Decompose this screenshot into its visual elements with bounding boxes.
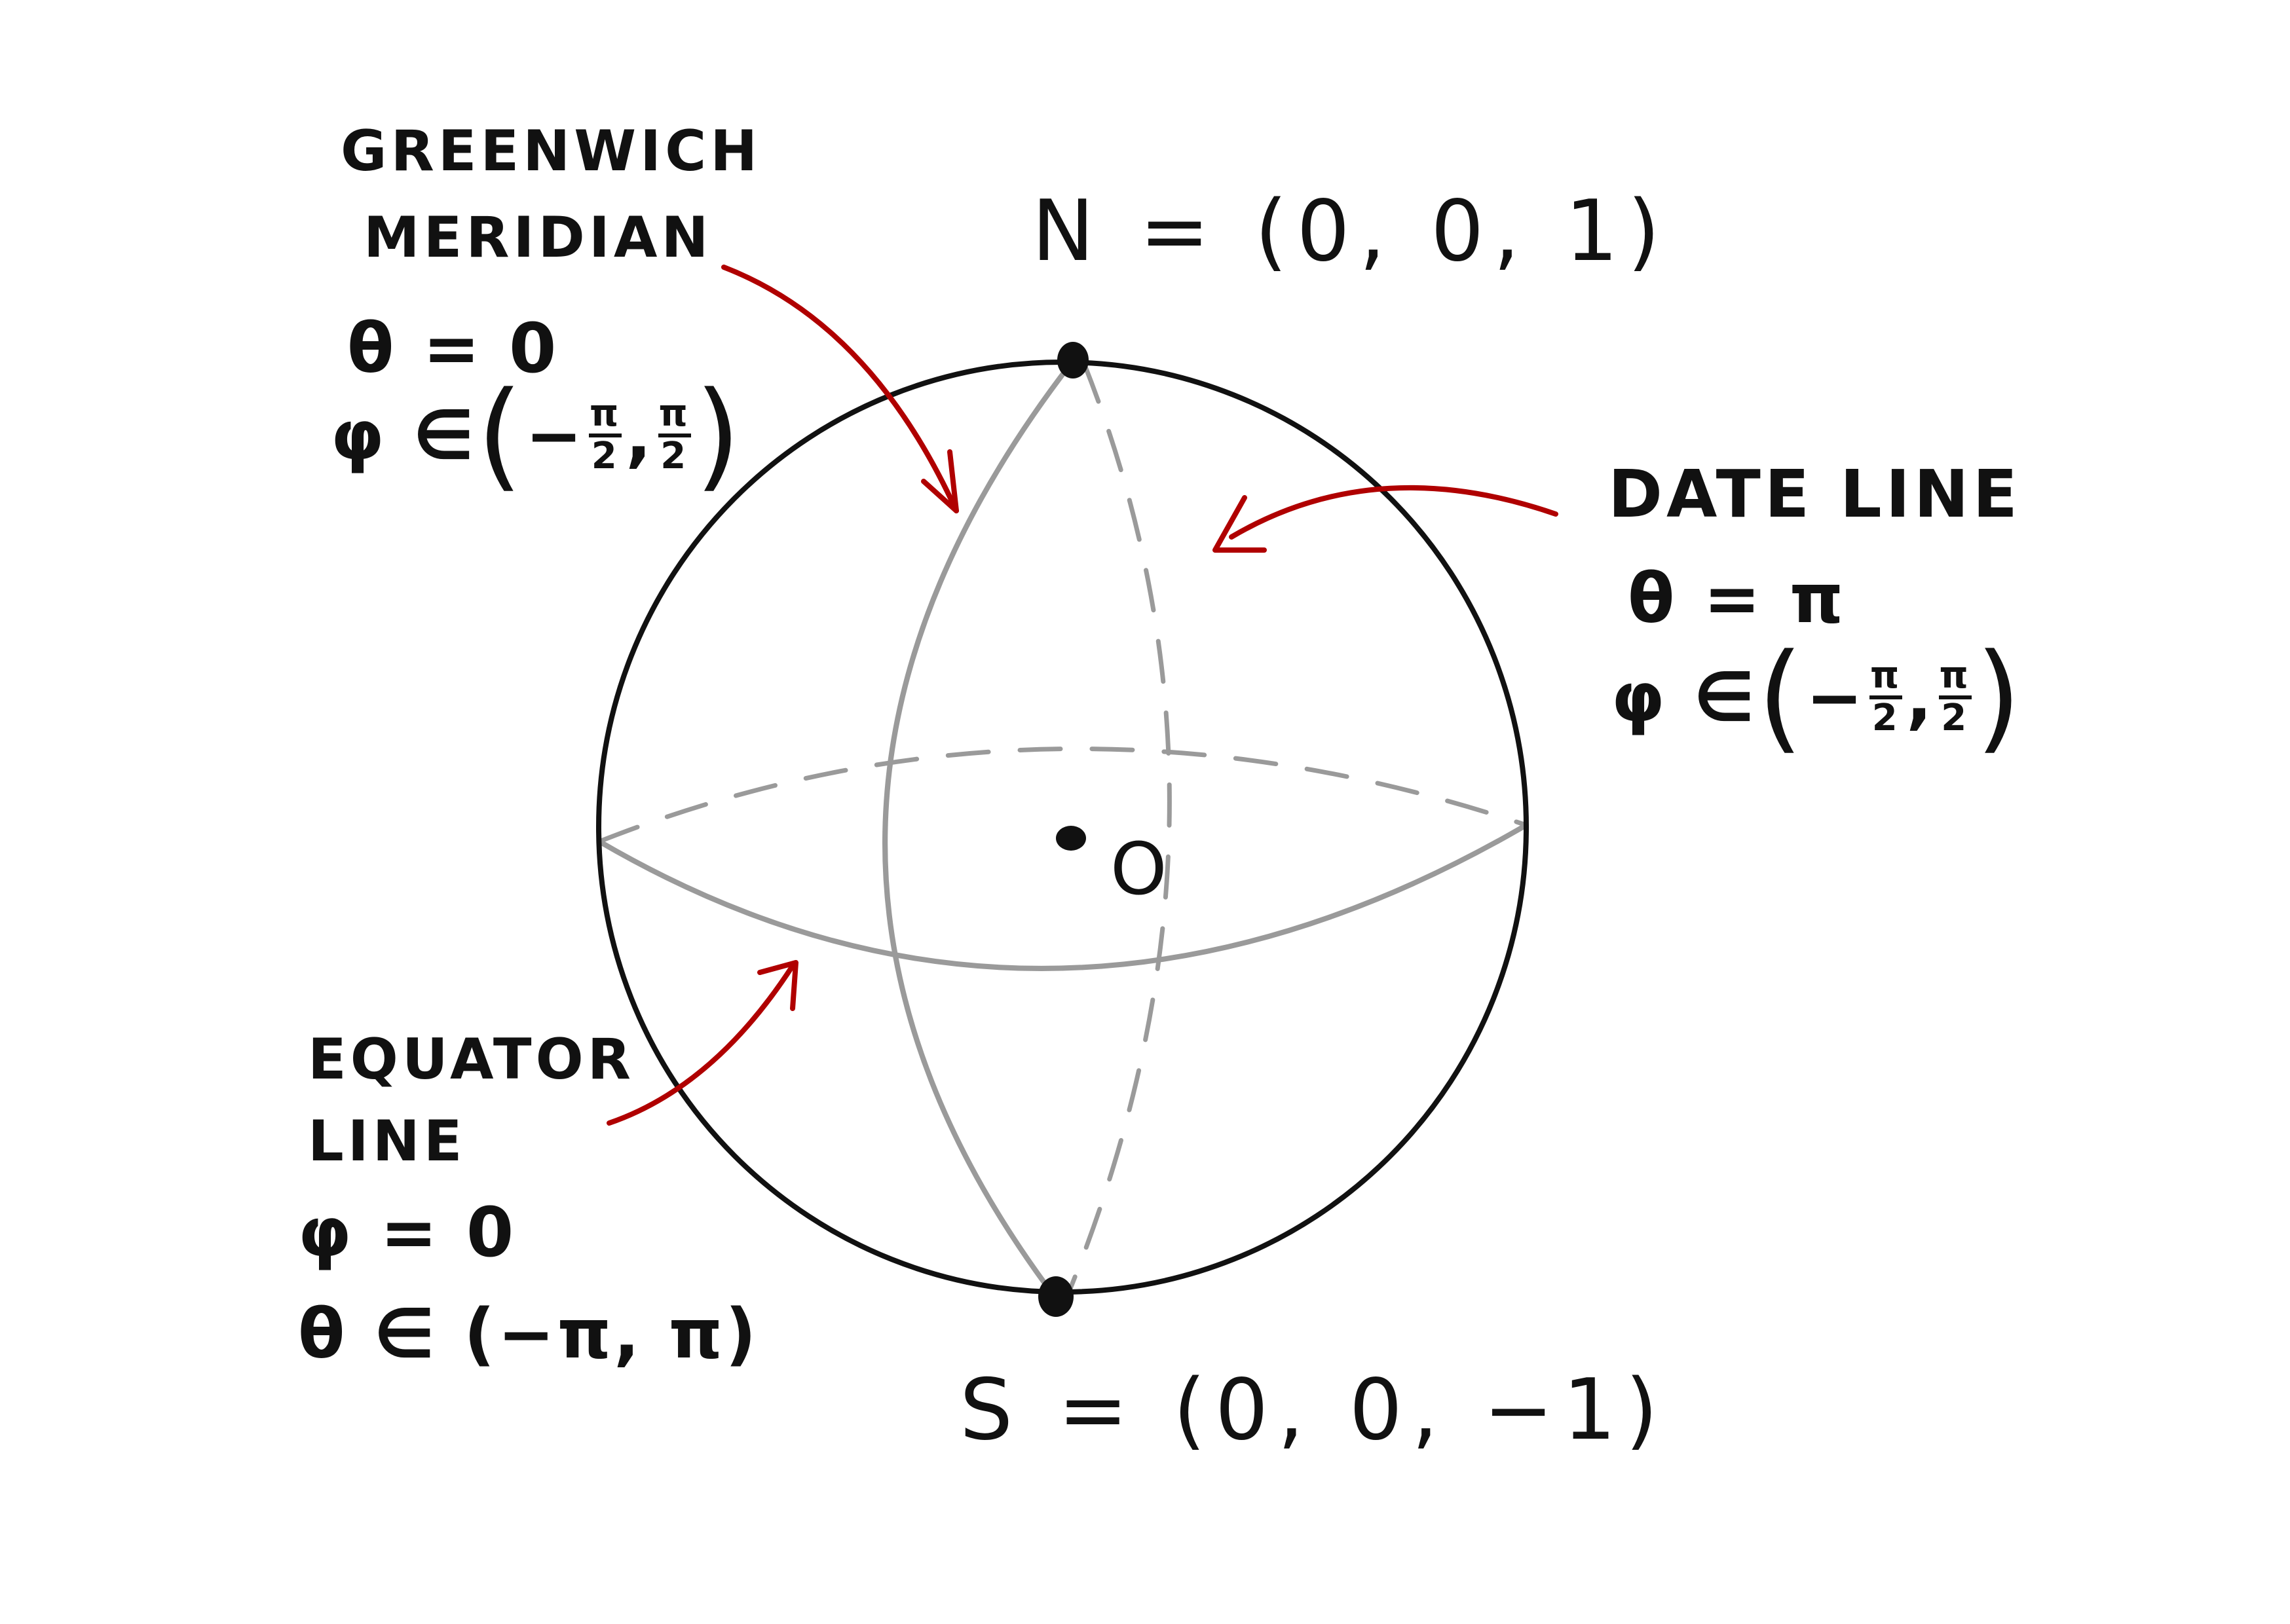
greenwich-open-paren: ( [476,367,526,504]
equator-title-line2: LINE [308,1109,466,1174]
greenwich-pi-half: π 2 [658,392,691,477]
south-pole-dot [1038,1276,1074,1317]
date-line-minus: − [1806,657,1866,737]
center-dot [1056,826,1086,851]
greenwich-frac1-numerator: π [590,392,622,435]
greenwich-frac1-bar [589,434,622,437]
equator-phi-equation: φ = 0 [298,1192,517,1272]
equator-front [597,822,1529,971]
equator-back-dashed [597,747,1529,844]
south-pole-label: S = (0, 0, −1) [960,1361,1668,1459]
date-line-frac2-bar [1938,695,1972,699]
greenwich-minus: − [525,396,586,475]
north-pole-dot [1057,342,1089,378]
greenwich-frac2-denominator: 2 [660,435,689,477]
date-line-pi-half: π 2 [1938,654,1972,739]
date-line-frac1-denominator: 2 [1871,697,1900,739]
center-label: O [1110,827,1176,911]
date-line-frac2-denominator: 2 [1941,697,1970,739]
date-line-title: DATE LINE [1608,456,2021,532]
equator-title-line1: EQUATOR [308,1027,635,1092]
date-line-open-paren: ( [1757,629,1807,766]
date-line-theta-equation: θ = π [1628,559,1847,638]
date-line-phi-prefix: φ ∈ [1611,657,1757,737]
equator-theta-range: θ ∈ (−π, π) [298,1294,759,1374]
greenwich-neg-pi-half: π 2 [589,392,622,477]
date-line-frac1-numerator: π [1870,654,1902,697]
greenwich-meridian-line [882,361,1074,1299]
greenwich-phi-prefix: φ ∈ [331,396,477,475]
greenwich-title-line1: GREENWICH [341,119,762,184]
equator-arrow [607,960,798,1126]
date-line-frac2-numerator: π [1939,654,1971,697]
date-line-neg-pi-half: π 2 [1869,654,1903,739]
date-line-dashed [1062,361,1172,1306]
greenwich-close-paren: ) [694,367,743,504]
greenwich-arrow [721,265,959,513]
greenwich-phi-range: φ ∈ ( − π 2 , π 2 ) [331,377,743,494]
greenwich-frac2-numerator: π [658,392,690,435]
date-line-comma: , [1906,657,1935,737]
north-pole-label: N = (0, 0, 1) [1032,183,1670,280]
date-line-frac1-bar [1869,695,1903,699]
greenwich-frac2-bar [658,434,691,437]
date-line-close-paren: ) [1975,629,2024,766]
greenwich-comma: , [626,396,654,475]
greenwich-title-line2: MERIDIAN [364,205,713,270]
date-line-arrow [1212,485,1558,553]
date-line-phi-range: φ ∈ ( − π 2 , π 2 ) [1611,638,2024,756]
greenwich-frac1-denominator: 2 [591,435,620,477]
greenwich-theta-equation: θ = 0 [347,308,559,388]
